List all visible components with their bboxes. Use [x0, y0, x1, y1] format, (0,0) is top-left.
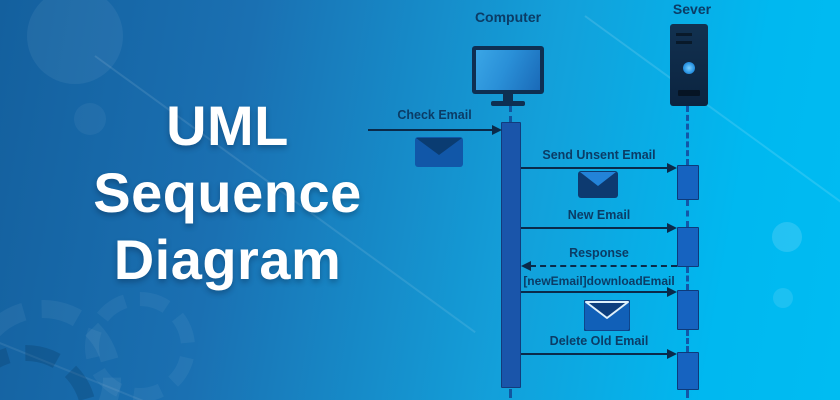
actor-label-server: Sever [672, 1, 712, 17]
gear-icon [85, 292, 195, 400]
message-arrow [521, 349, 677, 359]
server-lifeline [686, 390, 689, 398]
computer-activation-bar [501, 122, 521, 388]
message-arrow [521, 287, 677, 297]
circle-decoration [27, 0, 123, 84]
server-lifeline [686, 106, 689, 165]
server-activation-bar [677, 290, 699, 330]
actor-label-computer: Computer [474, 9, 542, 25]
title-line: Diagram [113, 228, 342, 291]
monitor-base [491, 101, 525, 106]
monitor-stand [503, 94, 513, 101]
circle-decoration [773, 288, 793, 308]
message-label: Send Unsent Email [542, 148, 656, 162]
message-label: New Email [567, 208, 631, 222]
diagonal-line-decoration [584, 15, 840, 217]
title-line: Sequence [93, 161, 362, 224]
server-activation-bar [677, 227, 699, 267]
message-label: [newEmail]downloadEmail [523, 274, 675, 288]
server-lifeline [686, 267, 689, 290]
email-icon [584, 300, 630, 331]
message-arrow [521, 223, 677, 233]
server-tower-icon [670, 24, 708, 106]
server-activation-bar [677, 352, 699, 390]
monitor-icon [472, 46, 544, 106]
server-slot [676, 41, 692, 44]
message-label: Check Email [397, 108, 472, 122]
computer-lifeline [509, 106, 512, 122]
message-arrow [521, 163, 677, 173]
message-arrow [368, 125, 502, 135]
email-icon [415, 137, 463, 167]
server-slot [676, 33, 692, 36]
message-label: Response [569, 246, 629, 260]
monitor-screen [476, 50, 540, 90]
server-lifeline [686, 200, 689, 227]
power-button-icon [683, 62, 695, 74]
message-return-arrow [521, 261, 677, 271]
banner-title: UML Sequence Diagram [40, 92, 415, 293]
computer-lifeline [509, 389, 512, 398]
message-label: Delete Old Email [549, 334, 649, 348]
server-activation-bar [677, 165, 699, 200]
circle-decoration [74, 103, 106, 135]
circle-decoration [772, 222, 802, 252]
server-lifeline [686, 330, 689, 352]
email-icon [578, 171, 618, 198]
server-vent [678, 90, 700, 96]
title-line: UML [166, 94, 289, 157]
